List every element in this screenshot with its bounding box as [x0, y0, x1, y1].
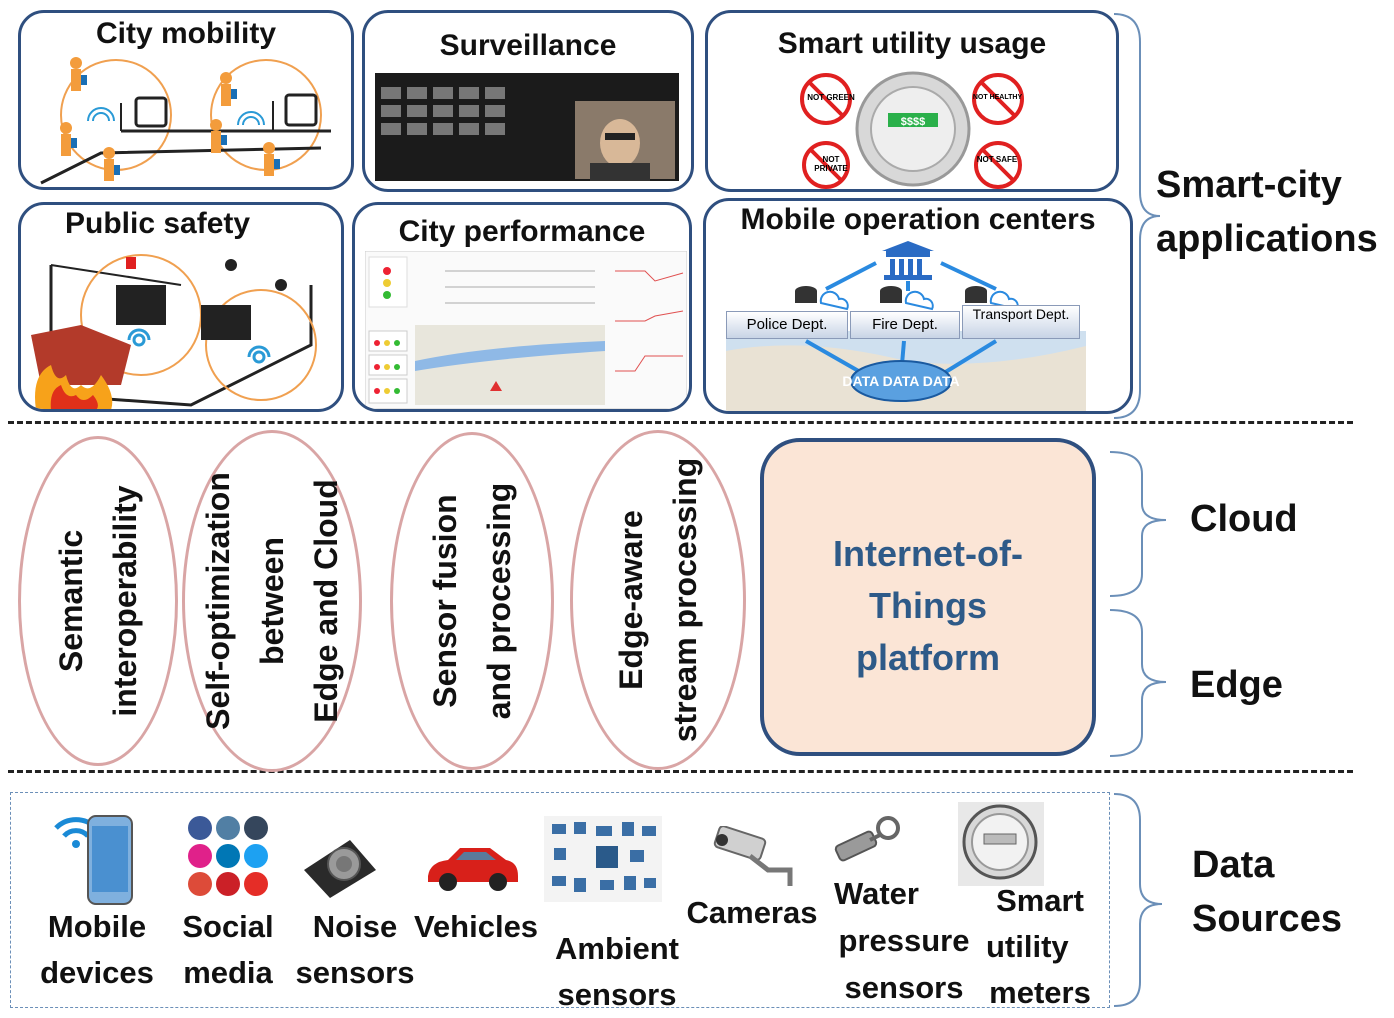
cloud-brace — [1109, 451, 1167, 597]
vehicle-icon — [428, 848, 518, 891]
source-label-line: Noise — [312, 909, 398, 944]
source-water-pressure-sensors: Water pressure sensors — [828, 870, 980, 1011]
operations-map-illustration: DATA DATA DATA — [726, 241, 1086, 411]
source-label-line: Vehicles — [413, 909, 539, 944]
city-performance-dashboard — [365, 251, 687, 409]
source-label-line: Water — [834, 876, 919, 911]
source-vehicles: Vehicles — [406, 904, 546, 950]
source-label-line: meters — [989, 975, 1091, 1010]
source-label-line: sensors — [557, 977, 677, 1012]
ambient-sensors-icon — [544, 816, 662, 902]
data-sources-brace — [1113, 793, 1163, 1007]
smart-utility-panel: Smart utility usage $$$$ NOT GREEN NOT H… — [705, 10, 1119, 192]
water-pressure-sensor-icon — [834, 816, 900, 862]
smart-meter-icon — [958, 802, 1044, 886]
source-smart-utility-meters: Smart utility meters — [978, 878, 1102, 1016]
noise-sensor-icon — [304, 840, 376, 898]
mobile-operation-centers-panel: Mobile operation centers DATA DATA DATA … — [703, 198, 1133, 414]
data-sources-layer-label: Data Sources — [1192, 844, 1342, 940]
source-ambient-sensors: Ambient sensors — [544, 926, 690, 1018]
applications-brace — [1113, 13, 1161, 419]
source-label-line: Ambient — [555, 931, 679, 966]
meter-display-value: $$$$ — [901, 116, 925, 128]
source-label-line: utility — [986, 929, 1069, 964]
public-safety-illustration — [31, 254, 317, 409]
public-safety-panel: Public safety — [18, 202, 344, 412]
source-label-line: sensors — [844, 970, 964, 1005]
city-mobility-panel: City mobility — [18, 10, 354, 190]
applications-layer-label: Smart-city applications — [1156, 164, 1378, 260]
not-safe-sign: NOT SAFE — [976, 155, 1018, 164]
not-private-sign: NOT PRIVATE — [814, 155, 848, 173]
surveillance-video-feed — [375, 73, 679, 181]
iot-platform-title: Internet-of-Things platform — [833, 533, 1023, 678]
capability-line: and processing — [481, 482, 517, 720]
capability-semantic-interoperability: Semantic interoperability — [18, 436, 178, 766]
big-data-cloud-text: DATA DATA DATA — [842, 373, 959, 389]
capability-line: Sensor fusion — [427, 494, 463, 708]
source-label-line: pressure — [838, 923, 970, 958]
surveillance-title: Surveillance — [439, 29, 617, 62]
utility-meter-illustration: $$$$ — [800, 71, 1024, 189]
capability-line: interoperability — [107, 485, 143, 717]
city-mobility-title: City mobility — [95, 17, 276, 50]
smart-utility-title: Smart utility usage — [777, 27, 1047, 60]
capability-line: Edge and Cloud — [308, 479, 344, 723]
capability-sensor-fusion: Sensor fusion and processing — [390, 432, 554, 770]
police-dept-label: Police Dept. — [726, 311, 848, 339]
capability-line: between — [254, 536, 290, 666]
source-label-line: devices — [40, 955, 154, 990]
edge-brace — [1109, 609, 1167, 757]
source-label-line: Mobile — [47, 909, 147, 944]
cloud-layer-label: Cloud — [1190, 498, 1298, 540]
capability-line: Edge-aware — [613, 510, 649, 690]
not-healthy-sign: NOT HEALTHY — [972, 94, 1023, 101]
source-cameras: Cameras — [680, 890, 824, 936]
social-media-icon — [188, 816, 268, 896]
source-mobile-devices: Mobile devices — [32, 904, 162, 996]
surveillance-panel: Surveillance — [362, 10, 694, 192]
capability-edge-aware-stream: Edge-aware stream processing — [570, 430, 746, 770]
mobile-operation-centers-title: Mobile operation centers — [740, 203, 1096, 236]
source-label-line: sensors — [295, 955, 415, 990]
capability-line: Self-optimization — [200, 472, 236, 730]
not-green-sign: NOT GREEN — [807, 93, 855, 102]
source-label-line: Cameras — [686, 895, 818, 930]
source-noise-sensors: Noise sensors — [288, 904, 422, 996]
city-mobility-illustration — [40, 57, 331, 185]
iot-platform-box: Internet-of-Things platform — [760, 438, 1096, 756]
separator-bottom — [8, 770, 1353, 773]
capability-line: Semantic — [53, 529, 89, 673]
city-performance-panel: City performance — [352, 202, 692, 412]
source-label-line: media — [183, 955, 273, 990]
source-social-media: Social media — [170, 904, 286, 996]
edge-layer-label: Edge — [1190, 664, 1283, 706]
camera-icon — [713, 826, 793, 886]
transport-dept-label: Transport Dept. — [962, 305, 1080, 339]
source-label-line: Social — [182, 909, 274, 944]
capability-self-optimization: Self-optimization between Edge and Cloud — [182, 430, 362, 772]
public-safety-title: Public safety — [65, 207, 251, 240]
source-label-line: Smart — [996, 883, 1084, 918]
city-performance-title: City performance — [398, 215, 646, 248]
separator-top — [8, 421, 1353, 424]
mobile-device-icon — [54, 815, 133, 905]
capability-line: stream processing — [667, 457, 703, 743]
fire-dept-label: Fire Dept. — [850, 311, 960, 339]
